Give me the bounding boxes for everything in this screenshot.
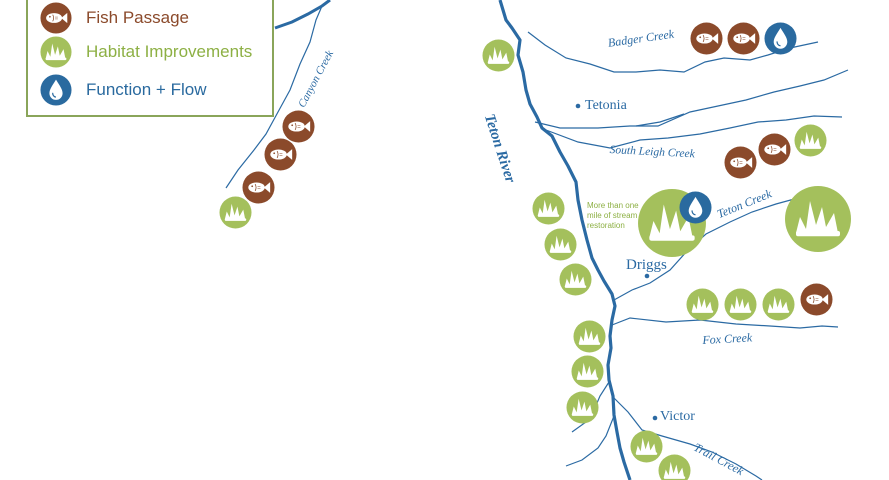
canyon-creek-line-lower xyxy=(225,5,323,189)
habitat-improvement-icon xyxy=(686,288,719,321)
fish-passage-icon xyxy=(758,133,791,166)
habitat-improvement-icon xyxy=(573,320,606,353)
legend-label-fish-passage: Fish Passage xyxy=(86,8,189,27)
victor-dot xyxy=(652,415,658,421)
function-flow-icon xyxy=(40,74,72,106)
upper-creek-branch-line xyxy=(635,113,685,127)
fish-passage-icon xyxy=(690,22,723,55)
habitat-improvement-icon-large xyxy=(785,186,851,252)
driggs-dot xyxy=(644,273,650,279)
habitat-improvement-icon xyxy=(658,454,691,480)
legend-label-function-flow: Function + Flow xyxy=(86,80,207,99)
victor-label: Victor xyxy=(660,409,695,424)
fish-passage-icon xyxy=(724,146,757,179)
habitat-improvement-icon xyxy=(566,391,599,424)
habitat-improvement-icon xyxy=(794,124,827,157)
function-flow-icon xyxy=(764,22,797,55)
habitat-improvement-icon xyxy=(724,288,757,321)
legend-label-habitat-improvements: Habitat Improvements xyxy=(86,42,253,61)
legend-row-fish: Fish Passage xyxy=(40,2,189,34)
fish-passage-icon xyxy=(264,138,297,171)
fox-creek-label: Fox Creek xyxy=(702,330,753,347)
trail-creek-line xyxy=(611,395,763,480)
canyon-creek-line xyxy=(274,0,331,30)
habitat-improvement-icon xyxy=(544,228,577,261)
habitat-improvement-icon xyxy=(40,36,72,68)
fish-passage-icon xyxy=(282,110,315,143)
west-tributary-line-2 xyxy=(565,415,615,467)
restoration-note: More than one mile of stream restoration xyxy=(587,201,639,230)
habitat-improvement-icon xyxy=(532,192,565,225)
fish-passage-icon xyxy=(727,22,760,55)
habitat-improvement-icon xyxy=(571,355,604,388)
habitat-improvement-icon xyxy=(482,39,515,72)
teton-creek-line xyxy=(613,195,819,301)
upper-creek-line xyxy=(534,69,849,129)
habitat-improvement-icon xyxy=(219,196,252,229)
legend-row-habitat: Habitat Improvements xyxy=(40,36,252,68)
legend-row-flow: Function + Flow xyxy=(40,74,206,106)
tetonia-dot xyxy=(575,103,581,109)
fish-passage-icon xyxy=(40,2,72,34)
habitat-improvement-icon xyxy=(762,288,795,321)
driggs-label: Driggs xyxy=(626,257,667,273)
badger-creek-line xyxy=(527,31,819,73)
fish-passage-icon xyxy=(242,171,275,204)
teton-river-line xyxy=(498,0,632,480)
function-flow-icon xyxy=(679,191,712,224)
legend-box: Fish Passage Habitat Improvements Functi… xyxy=(26,0,274,117)
tetonia-label: Tetonia xyxy=(585,98,627,113)
habitat-improvement-icon xyxy=(559,263,592,296)
south-leigh-creek-line xyxy=(545,115,843,149)
fish-passage-icon xyxy=(800,283,833,316)
fox-creek-line xyxy=(611,317,839,329)
habitat-improvement-icon xyxy=(630,430,663,463)
